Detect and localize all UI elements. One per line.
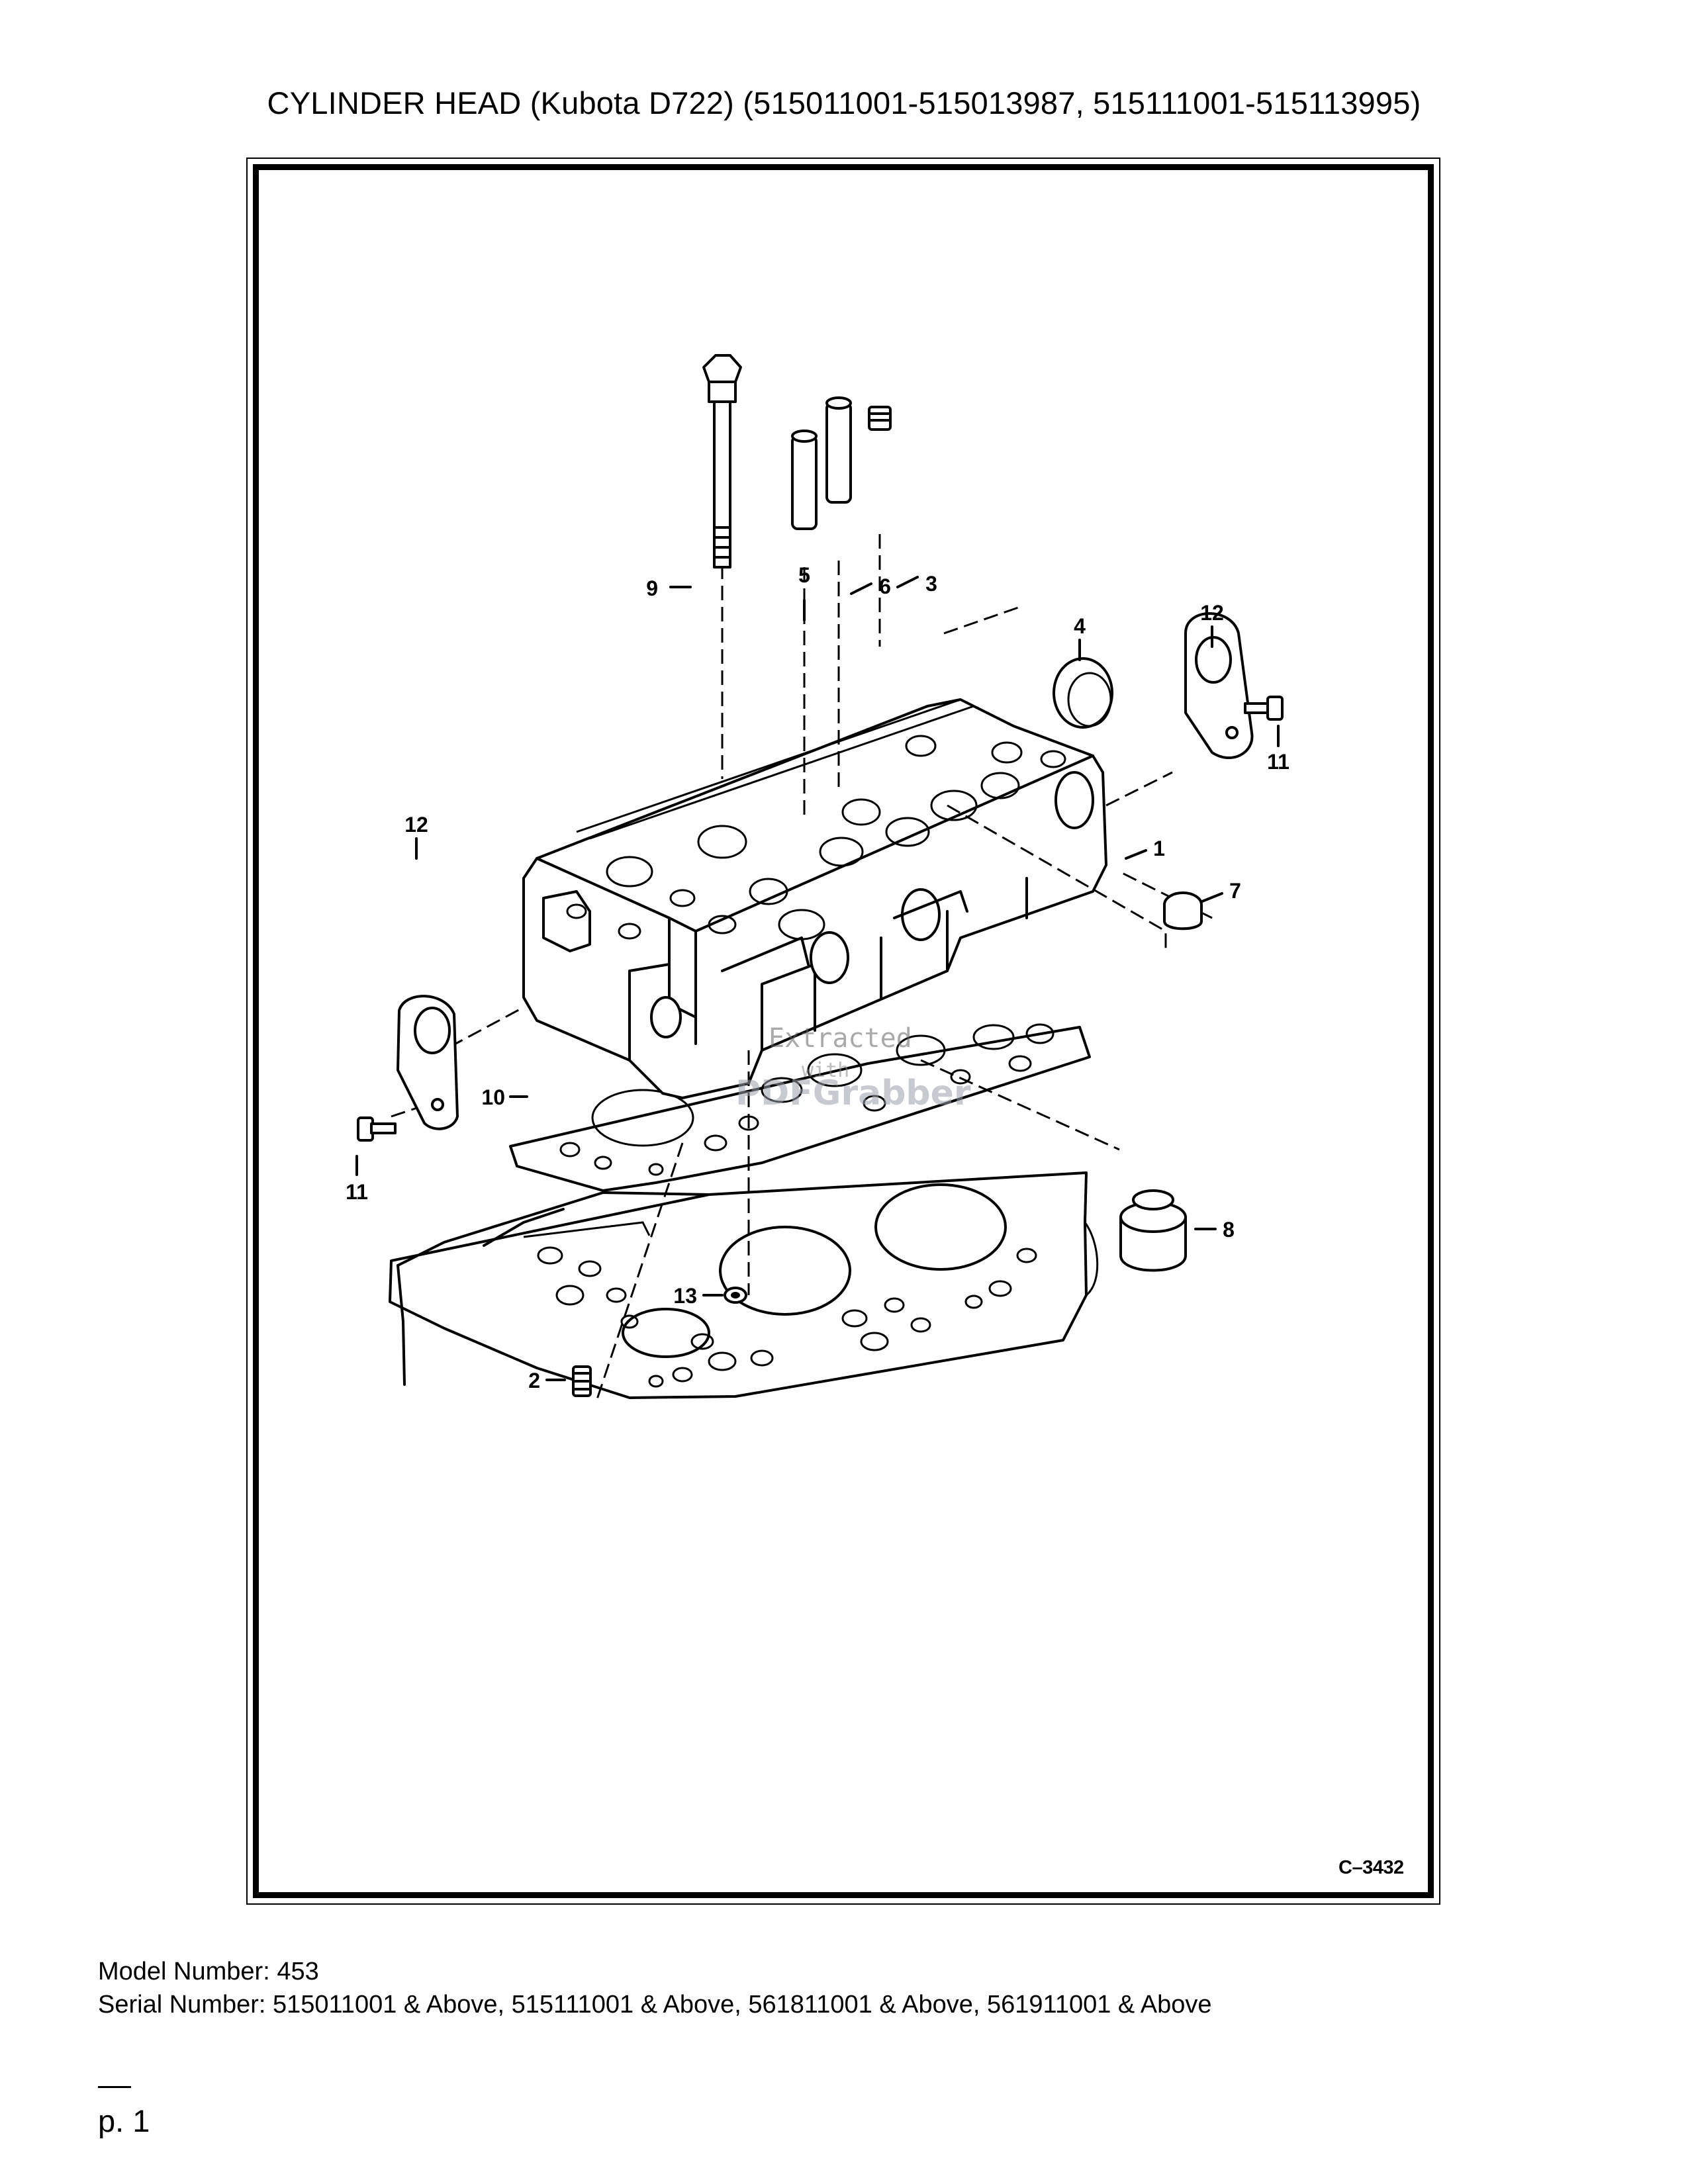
valve-guides — [791, 396, 852, 530]
small-cap — [1163, 891, 1203, 931]
figure-frame — [253, 164, 1434, 1898]
callout-4: 4 — [1074, 614, 1086, 638]
callout-3: 3 — [925, 572, 937, 596]
callout-13: 13 — [673, 1284, 697, 1308]
callout-9: 9 — [646, 576, 658, 600]
figure-code: C–3432 — [1338, 1857, 1404, 1878]
callout-1: 1 — [1153, 837, 1165, 860]
serial-number: Serial Number: 515011001 & Above, 515111… — [98, 1991, 1212, 2019]
callout-7: 7 — [1229, 879, 1241, 903]
set-screw — [572, 1365, 592, 1397]
callout-10: 10 — [481, 1085, 505, 1109]
dowel-pin — [724, 1287, 747, 1304]
model-number: Model Number: 453 — [98, 1958, 319, 1985]
cylinder-head — [522, 698, 1107, 1099]
assembly-lines — [391, 501, 1239, 1402]
callout-5: 5 — [798, 563, 810, 587]
watermark: Extracted with PDFGrabber — [735, 1023, 971, 1113]
callout-12-right: 12 — [1200, 601, 1224, 625]
figure-frame-outer — [246, 158, 1440, 1905]
plate-bolt-right — [1244, 696, 1284, 721]
head-bolt — [702, 354, 742, 569]
watermark-line-3: PDFGrabber — [735, 1073, 971, 1113]
callout-2: 2 — [528, 1369, 540, 1392]
engine-block — [389, 1171, 1099, 1399]
leader-lines — [355, 576, 1280, 1381]
watermark-line-1: Extracted — [769, 1023, 912, 1054]
exploded-parts-diagram: .ln { fill: none; stroke: #000; stroke-w… — [346, 354, 1289, 1402]
callout-11-left: 11 — [346, 1180, 368, 1204]
seal-ring — [1053, 657, 1113, 729]
page-rule — [98, 2086, 131, 2088]
page-title: CYLINDER HEAD (Kubota D722) (515011001-5… — [267, 85, 1421, 120]
plate-bolt-left — [357, 1116, 397, 1142]
watermark-line-2: with — [802, 1059, 849, 1082]
head-gasket — [509, 1023, 1091, 1192]
page-number: p. 1 — [98, 2103, 150, 2138]
callout-12-left: 12 — [404, 813, 428, 837]
large-plug — [1119, 1189, 1187, 1272]
callout-6: 6 — [879, 574, 891, 598]
callout-11-right: 11 — [1267, 750, 1289, 774]
plate-right — [1184, 612, 1254, 760]
small-plug — [868, 406, 892, 431]
callout-8: 8 — [1223, 1218, 1235, 1242]
plate-left — [397, 995, 459, 1130]
